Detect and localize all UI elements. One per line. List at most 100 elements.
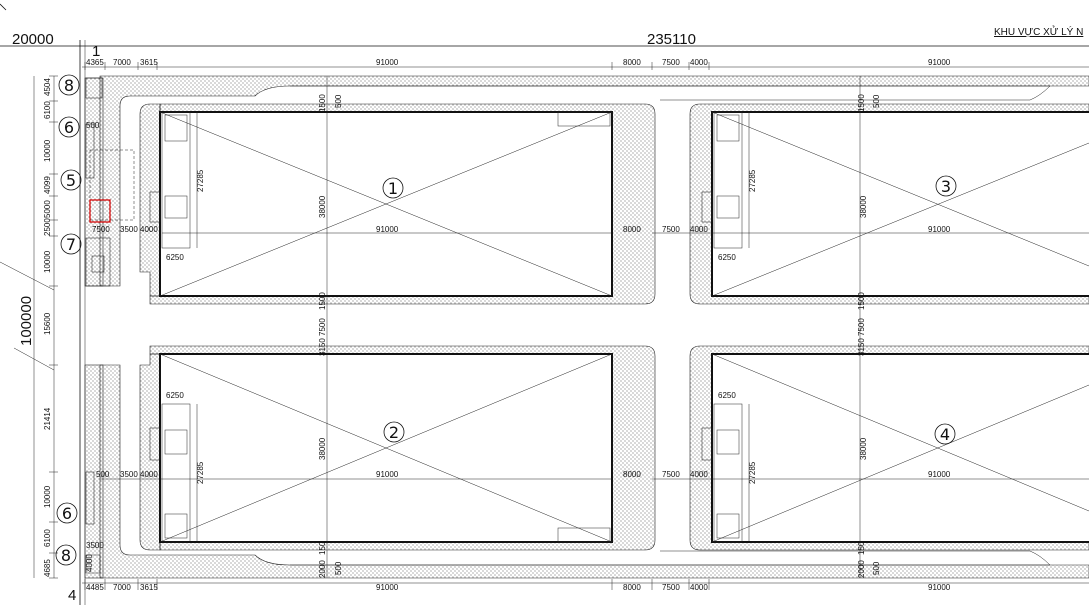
dim-1500-a: 1500 [318,94,327,112]
low-dim-4000: 4000 [140,470,158,479]
top-dim-4: 8000 [623,58,641,67]
dim-27285-b4: 27285 [748,461,757,484]
dim-6250-b3: 6250 [718,253,736,262]
corner-tick [0,3,7,11]
tag-8-top: 8 [58,74,80,96]
mid-dim-500: 500 [86,121,100,130]
tag-6-top-text: 6 [64,118,74,137]
dim-150-a: 150 [318,541,327,555]
left-dim-ticks [49,75,58,579]
building-4 [652,346,1089,578]
block-3-surround [689,103,1089,305]
dim-6250-b2: 6250 [166,391,184,400]
left-dim-0: 4504 [43,78,52,96]
grid-mark-top: 1 [92,43,100,60]
bottom-dim-1: 7000 [113,583,131,592]
left-dim-5: 2500 [43,218,52,236]
mid-dim-4000b: 4000 [690,225,708,234]
bottom-dim-7: 91000 [928,583,951,592]
building-tag-3: 3 [935,175,957,197]
dim-7500-gap-left: 7500 [318,318,327,336]
top-dim-ticks [84,62,710,70]
low-dim-91000b: 91000 [928,470,951,479]
building-tag-2-text: 2 [389,423,399,442]
perimeter-road [99,75,1089,579]
dim-6250-b4: 6250 [718,391,736,400]
left-dim-1: 6100 [43,101,52,119]
building-tag-3-text: 3 [941,177,951,196]
grid-mark-bottom: 4 [68,587,76,604]
building-tag-1: 1 [382,177,404,199]
bottom-dim-6: 4000 [690,583,708,592]
mid-dim-91000: 91000 [376,225,399,234]
mid-dim-3500: 3500 [120,225,138,234]
tag-5: 5 [60,169,82,191]
building-tag-4-text: 4 [940,425,950,444]
dim-150-b: 150 [857,541,866,555]
dim-2000-b: 2000 [857,560,866,578]
tag-8-bottom: 8 [55,544,77,566]
dim-27285-b1: 27285 [196,169,205,192]
overall-height-label: 100000 [18,296,35,346]
dim-500-d: 500 [872,561,881,575]
block-4-surround [689,345,1089,551]
left-dim-7: 15600 [43,312,52,335]
dim-38000-b3: 38000 [859,195,868,218]
left-dim-9: 10000 [43,485,52,508]
dim-3150-b: 3150 [857,338,866,356]
left-dim-6: 10000 [43,250,52,273]
road-inner-edge-top [290,85,1051,101]
dim-500-c: 500 [334,561,343,575]
low-dim-91000: 91000 [376,470,399,479]
top-dim-1: 7000 [113,58,131,67]
dim-38000-b1: 38000 [318,195,327,218]
tag-6-bottom: 6 [56,502,78,524]
low-dim-8000: 8000 [623,470,641,479]
tag-7: 7 [60,233,82,255]
tag-7-text: 7 [66,235,76,254]
low-dim-500: 500 [96,470,110,479]
building-1 [149,76,613,346]
top-dim-7: 91000 [928,58,951,67]
zone-label: KHU VỰC XỬ LÝ N [994,25,1083,38]
leader-line-b [13,347,55,371]
dim-27285-b2: 27285 [196,461,205,484]
dim-3500-gate: 3500 [86,541,104,550]
low-dim-7500: 7500 [662,470,680,479]
left-dim-label: 20000 [12,31,54,48]
bottom-dim-5: 7500 [662,583,680,592]
bottom-dim-2: 3615 [140,583,158,592]
building-tag-2: 2 [383,421,405,443]
building-tag-1-text: 1 [388,179,398,198]
dim-1500-b: 1500 [318,292,327,310]
top-dim-5: 7500 [662,58,680,67]
dim-6250-b1: 6250 [166,253,184,262]
dim-38000-b2: 38000 [318,437,327,460]
block-2-surround [149,345,656,551]
dim-1500-d: 1500 [857,292,866,310]
tag-6-bottom-text: 6 [62,504,72,523]
block-1-surround [149,103,656,305]
bottom-dim-0: 4485 [86,583,104,592]
leader-line-a [0,261,55,291]
dim-500-b: 500 [872,94,881,108]
tag-6-top: 6 [58,116,80,138]
tag-8-bottom-text: 8 [61,546,71,565]
low-dim-3500: 3500 [120,470,138,479]
dim-7500-gap-right: 7500 [857,318,866,336]
mid-dim-7500b: 7500 [662,225,680,234]
bottom-dim-3: 91000 [376,583,399,592]
mid-dim-4000: 4000 [140,225,158,234]
tag-8-top-text: 8 [64,76,74,95]
left-dim-10: 6100 [43,529,52,547]
building-3 [652,76,1089,346]
bottom-dim-4: 8000 [623,583,641,592]
dim-500-a: 500 [334,94,343,108]
left-dim-2: 10000 [43,139,52,162]
tag-5-text: 5 [66,171,76,190]
left-dim-3: 4099 [43,176,52,194]
mid-dim-7500: 7500 [92,225,110,234]
gate-area [85,77,135,574]
dim-2000-a: 2000 [318,560,327,578]
